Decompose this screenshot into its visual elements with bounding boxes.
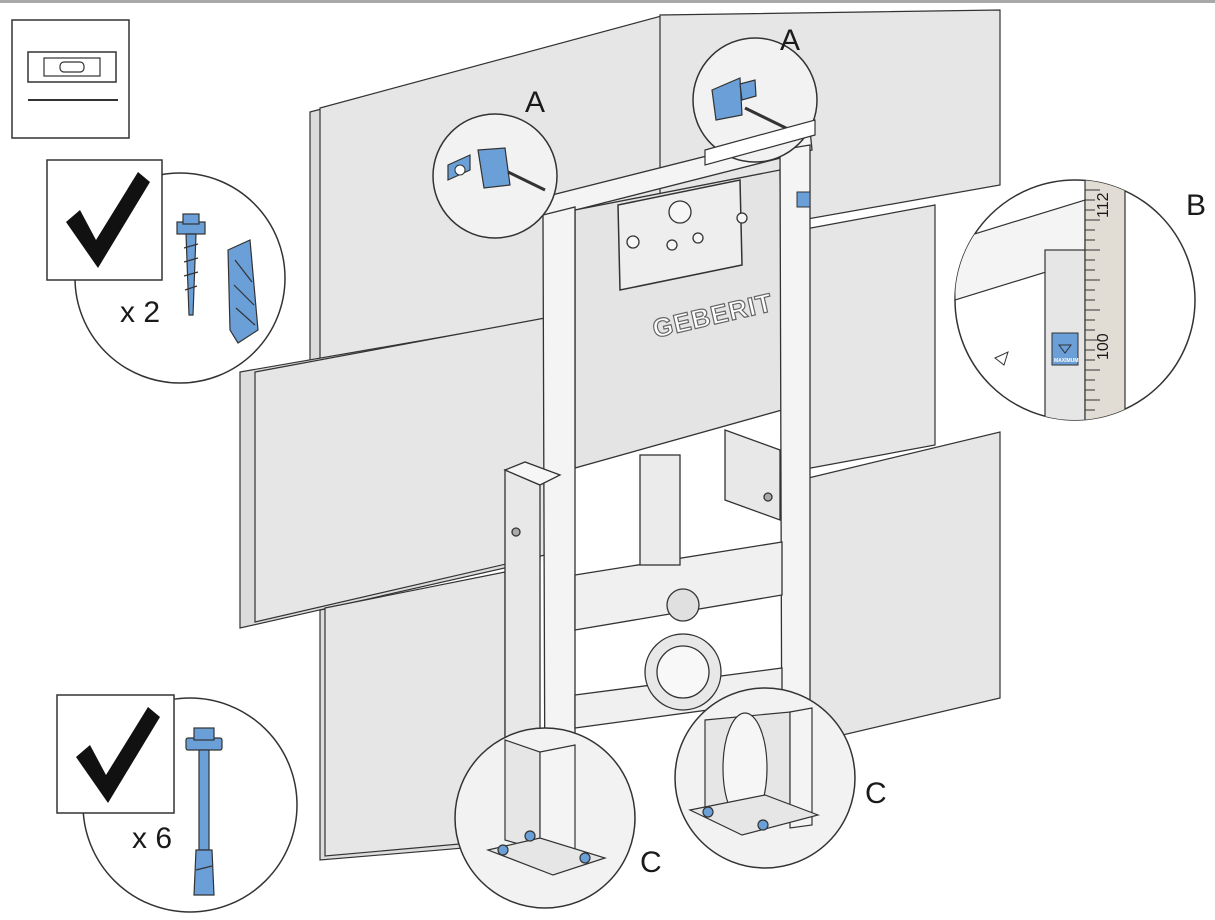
top-border [0,0,1215,3]
detail-c-right: C [674,687,887,869]
max-level-text: MAXIMUM [1054,358,1078,364]
water-level-marker [796,191,811,208]
callout-c-left: C [640,846,662,879]
ruler-ticks [1085,189,1100,420]
callout-b: B [1186,189,1206,222]
checkmark-icon [66,172,150,268]
screw-quantity: x 2 [120,296,160,329]
ruler-label-100: 100 [1095,333,1112,360]
anchor-kit-callout: x 6 [56,694,298,913]
callout-a-left: A [525,86,545,119]
anchor-bolt-icon [185,727,223,896]
spirit-level-icon [11,19,130,139]
callout-a-right: A [780,24,800,57]
wall-panels [239,9,1001,861]
callout-c-right: C [865,777,887,810]
screw-kit-callout: x 2 [46,159,286,384]
detail-b: 112 100 MAXIMUM B [954,179,1206,421]
max-level-marker [1051,332,1079,366]
checkmark-icon [76,707,160,803]
anchor-quantity: x 6 [132,822,172,855]
hex-screw-icon [176,213,206,316]
detail-c-left: C [454,727,662,909]
detail-a-left: A [432,86,558,239]
detail-a-right: A [692,24,818,166]
ruler-label-112: 112 [1095,192,1112,218]
wall-plug-icon [227,239,259,344]
